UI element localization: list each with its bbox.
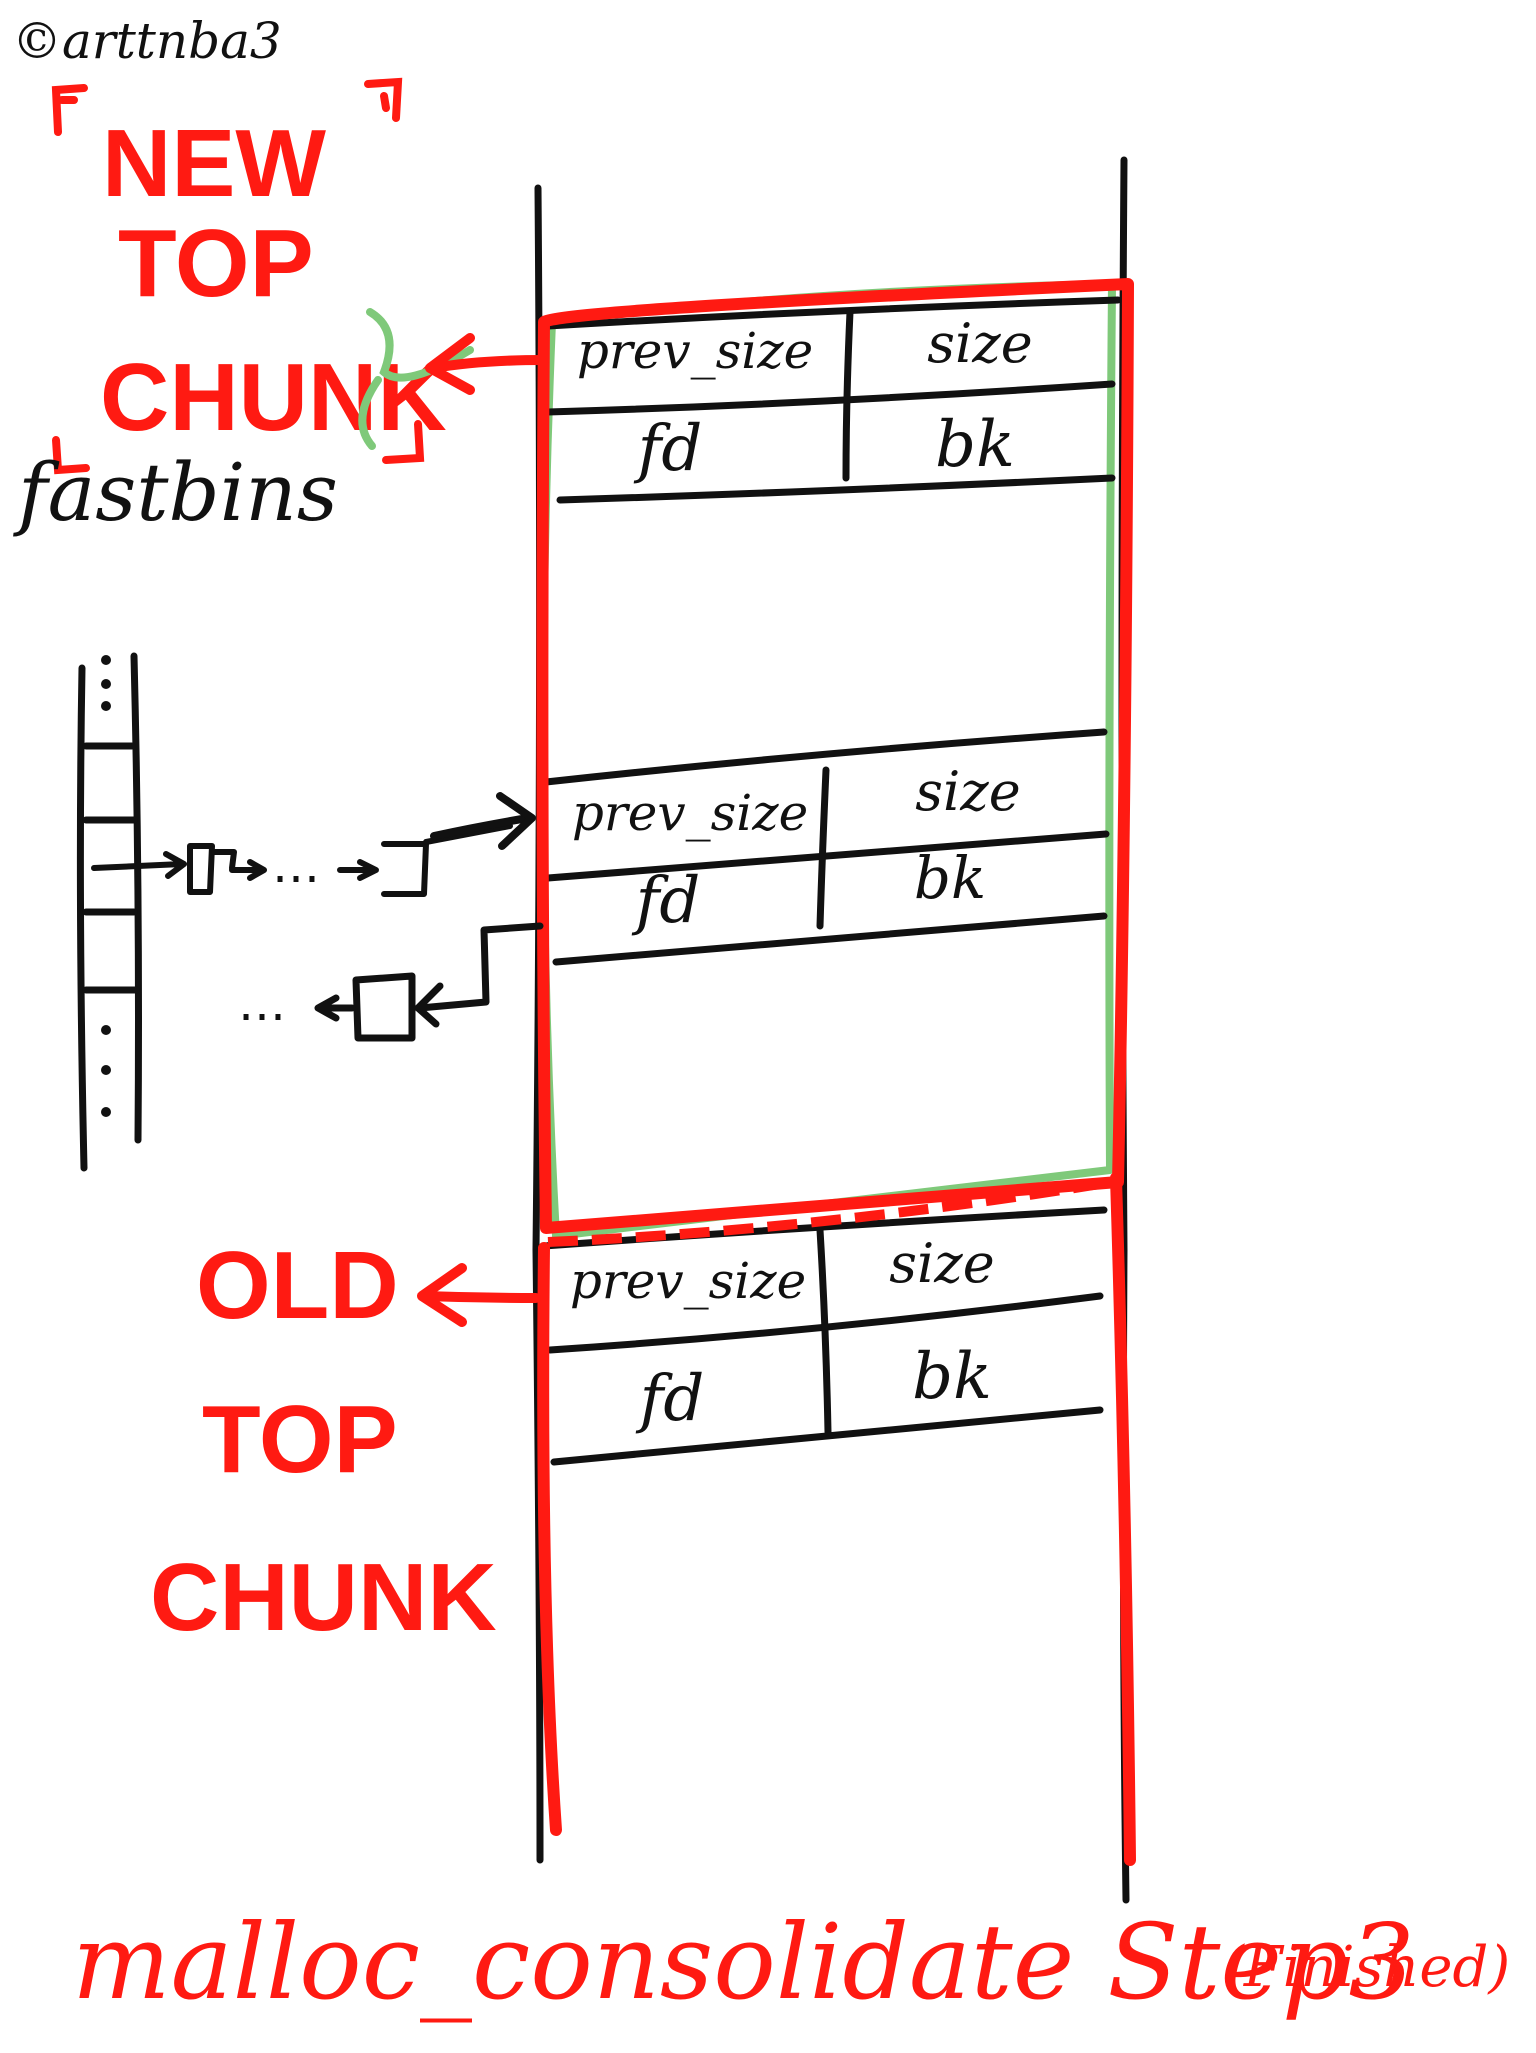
fastbin-to-chunk-arrow [430,792,536,850]
new-top-chunk-arrow [425,333,549,395]
chunk-1-mid-border [544,380,1116,416]
old-top-chunk-line-1: OLD [196,1232,399,1339]
chain-box-1 [187,843,215,895]
back-link-box [352,972,416,1042]
chunk-2-prev-size: prev_size [572,784,808,842]
chunk-1-bk: bk [935,408,1015,482]
chunk-3-prev-size: prev_size [570,1252,806,1310]
caption-note: (Finished) [1222,1935,1510,2000]
fastbin-back-ellipsis: … [238,976,286,1032]
chunk-2-bk: bk [914,844,986,912]
fastbins-dots [101,655,111,1117]
chunk-2-bottom-border [552,912,1108,966]
old-top-chunk-line-3: CHUNK [150,1544,497,1651]
chunk-1-bottom-border [556,474,1116,504]
chunk-3-bottom-border [550,1406,1104,1466]
chain-box-2 [381,841,429,897]
fastbin-chain [91,823,513,897]
new-top-chunk-line-1: NEW [102,110,326,217]
chunk-boundary-dashed [547,1177,1113,1247]
copyright-text: ©arttnba3 [12,12,282,70]
new-top-chunk-line-2: TOP [118,210,314,317]
chunk-2-size: size [915,760,1020,823]
old-top-chunk-arrow [417,1263,541,1327]
chunk-1-divider [842,308,854,482]
chunk-3-fd: fd [636,1362,705,1436]
old-top-chunk-line-2: TOP [202,1386,398,1493]
chunk-3-size: size [889,1232,994,1295]
chunk-2-top-border [542,728,1108,786]
chunk-3: prev_size size fd bk [540,1206,1108,1466]
new-top-chunk-line-3: CHUNK [100,344,447,451]
chunk-1: prev_size size fd bk [544,296,1122,504]
chunk-1-prev-size: prev_size [577,322,813,380]
chunk-1-fd: fd [634,412,703,486]
caption-main: malloc_consolidate Step3 [72,1901,1415,2023]
old-top-chunk-outline [537,1172,1136,1866]
memory-column [532,156,1130,1904]
consolidated-chunk-outline [538,280,1116,1240]
fastbins-array [76,652,142,1172]
chunk-1-top-border [544,296,1122,330]
new-top-chunk-corner-marks [51,77,425,475]
fastbin-chain-ellipsis: … [272,838,320,894]
chunk-1-size: size [927,312,1032,375]
chunk-2: prev_size size fd bk [542,728,1110,966]
fastbins-label: fastbins [13,446,338,539]
chunk-3-divider [816,1226,832,1436]
chunk-2-divider [816,766,830,930]
chunk-2-fd: fd [632,864,701,938]
chunk-3-bk: bk [912,1340,992,1414]
fd-back-link [314,922,544,1042]
